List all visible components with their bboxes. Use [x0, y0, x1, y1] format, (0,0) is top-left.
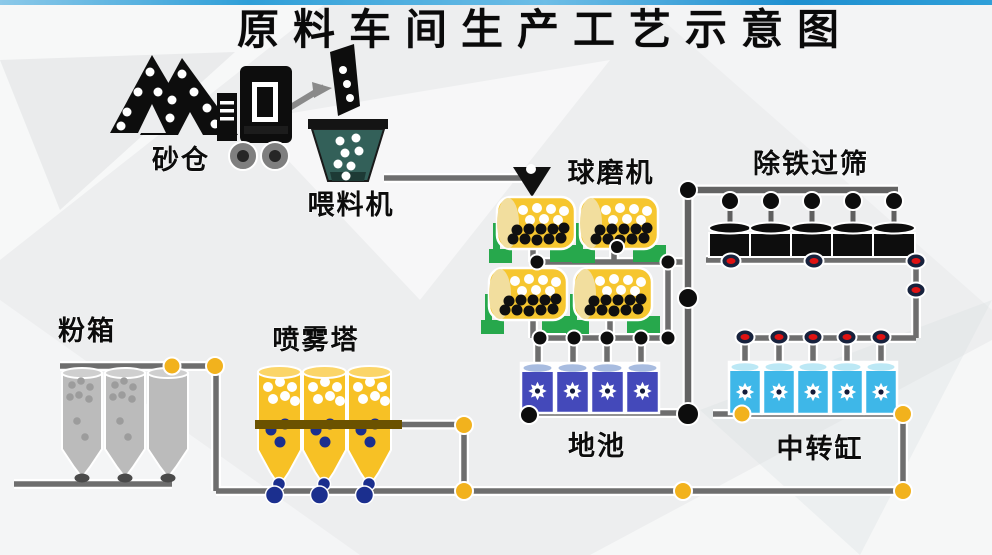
page-title: 原料车间生产工艺示意图	[237, 6, 853, 53]
label-spray-tower: 喷雾塔	[273, 325, 360, 355]
label-iron-removal: 除铁过筛	[753, 148, 869, 179]
label-sand-silo: 砂仓	[152, 145, 210, 175]
feeder-hopper-icon	[308, 119, 388, 182]
iron-removal-unit	[749, 221, 793, 258]
top-edge-strip	[0, 0, 992, 5]
valve-dots	[720, 252, 927, 346]
iron-removal-unit	[872, 221, 916, 258]
iron-removal-unit	[831, 221, 875, 258]
label-ball-mill: 球磨机	[568, 158, 655, 188]
transfer-tank	[763, 362, 795, 414]
ground-pool-tank	[626, 363, 659, 413]
conveyor-arrow-icon	[513, 164, 551, 197]
label-ground-pool: 地池	[568, 431, 626, 461]
transfer-tank	[865, 362, 897, 414]
ground-pool-tank	[556, 363, 589, 413]
transfer-tank	[831, 362, 863, 414]
iron-removal-group	[708, 191, 916, 258]
sand-pile-icon	[110, 55, 238, 135]
label-feeder: 喂料机	[308, 190, 395, 220]
powder-silo-group	[61, 367, 189, 484]
label-powder-box: 粉箱	[58, 315, 116, 346]
connector-dots	[162, 180, 913, 501]
loader-icon	[217, 44, 360, 171]
iron-removal-unit	[790, 221, 834, 258]
label-transfer-tank: 中转缸	[777, 433, 864, 464]
transfer-tank	[797, 362, 829, 414]
transfer-tank-group	[729, 362, 897, 414]
tower-band	[255, 420, 402, 429]
ground-pool-group	[521, 363, 659, 413]
ground-pool-tank	[591, 363, 624, 413]
spray-tower-group	[255, 365, 464, 505]
iron-removal-unit	[708, 221, 752, 258]
